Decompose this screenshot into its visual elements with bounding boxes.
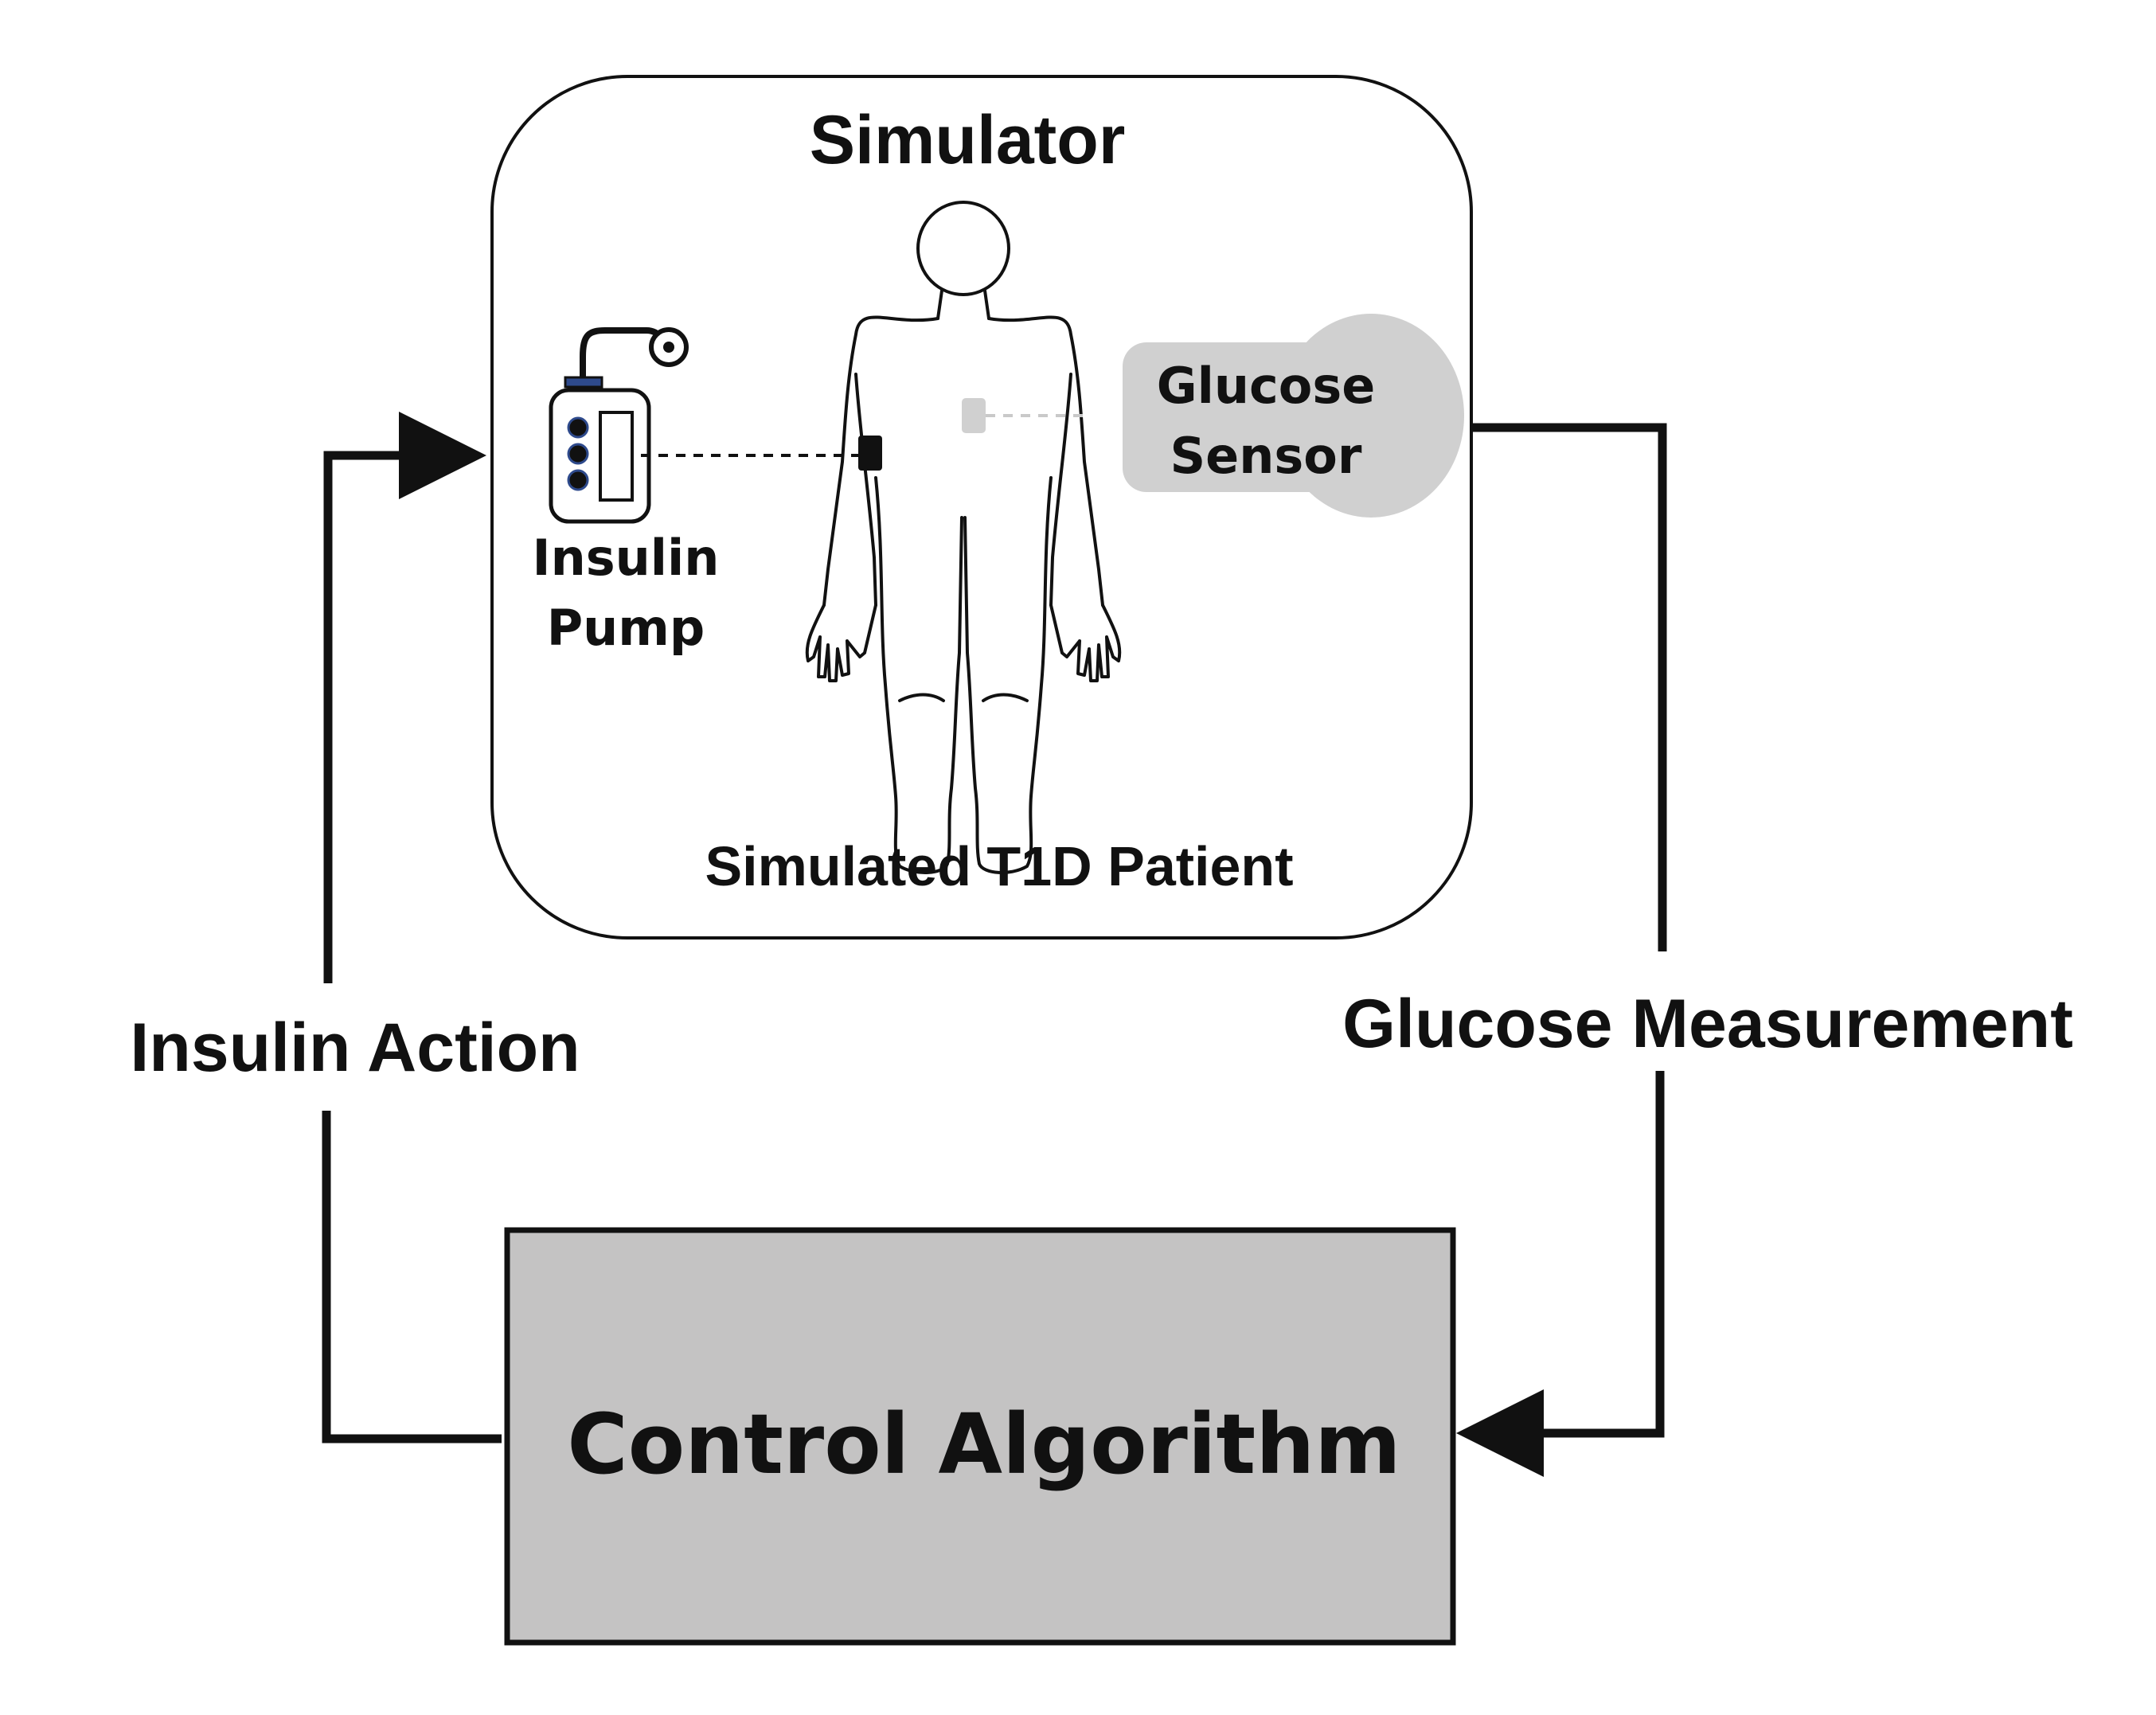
body-sensor-patch	[962, 398, 986, 433]
glucose-sensor-label-line1: Glucose	[1157, 357, 1376, 415]
body-pump-patch	[858, 436, 882, 471]
insulin-action-label: Insulin Action	[130, 1010, 580, 1086]
insulin-pump-icon	[549, 327, 689, 524]
insulin-action-path	[322, 412, 502, 1443]
control-algorithm-label: Control Algorithm	[567, 1396, 1400, 1493]
human-body-icon	[805, 201, 1122, 874]
control-algorithm-box: Control Algorithm	[504, 1227, 1456, 1646]
glucose-sensor-bubble	[1123, 314, 1464, 518]
glucose-sensor-label-line2: Sensor	[1170, 427, 1362, 485]
glucose-measurement-path	[1456, 423, 1667, 1477]
insulin-pump-label-line1: Insulin	[533, 529, 720, 587]
simulator-box: Simulator Simulated T1D Patient	[490, 75, 1473, 940]
simulator-title: Simulator	[810, 102, 1126, 178]
patient-label: Simulated T1D Patient	[705, 835, 1293, 897]
glucose-measurement-label: Glucose Measurement	[1342, 986, 2073, 1062]
insulin-pump-label-line2: Pump	[547, 599, 705, 657]
